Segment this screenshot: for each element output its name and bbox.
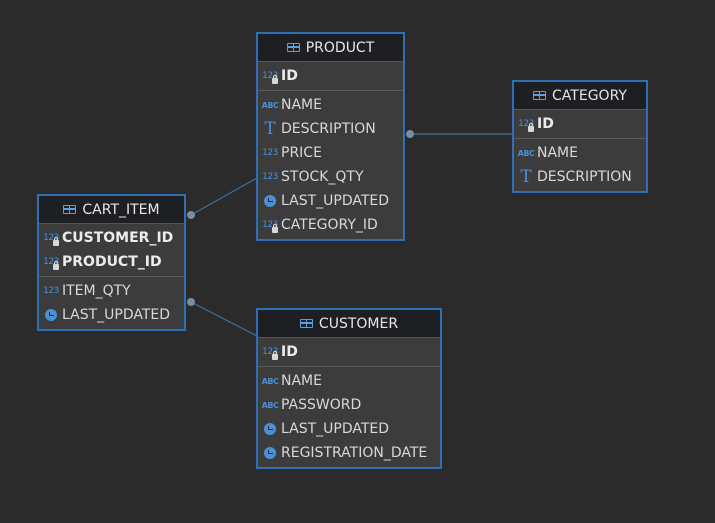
column-name: ID [537, 116, 554, 132]
entity-title: CART_ITEM [82, 201, 160, 218]
clock-icon [261, 444, 279, 462]
string-type-icon: ABC [261, 376, 279, 386]
column-name: ID [281, 344, 298, 360]
column-name: DESCRIPTION [537, 169, 632, 185]
numeric-key-icon: 123 [261, 216, 279, 234]
column-row[interactable]: LAST_UPDATED [258, 417, 440, 441]
column-name: PRODUCT_ID [62, 254, 162, 270]
connector-dot-cart-item-bottom[interactable] [187, 298, 195, 306]
string-type-icon: ABC [261, 400, 279, 410]
column-name: PRICE [281, 145, 322, 161]
numeric-key-icon: 123 [42, 229, 60, 247]
connector-dot-product[interactable] [406, 130, 414, 138]
column-name: STOCK_QTY [281, 169, 364, 185]
entity-header-product[interactable]: PRODUCT [258, 34, 403, 62]
lock-icon [53, 261, 59, 270]
column-name: ITEM_QTY [62, 283, 131, 299]
clock-icon [42, 306, 60, 324]
column-name: NAME [281, 373, 322, 389]
lock-icon [53, 237, 59, 246]
column-row[interactable]: T DESCRIPTION [514, 165, 646, 189]
column-name: NAME [537, 145, 578, 161]
column-name: LAST_UPDATED [281, 421, 390, 437]
lock-icon [528, 123, 534, 132]
column-name: DESCRIPTION [281, 121, 376, 137]
entity-title: CUSTOMER [318, 315, 399, 332]
string-type-icon: ABC [517, 148, 535, 158]
numeric-type-icon: 123 [262, 172, 278, 182]
string-type-icon: ABC [261, 100, 279, 110]
column-name: REGISTRATION_DATE [281, 445, 428, 461]
clock-icon [261, 420, 279, 438]
column-name: CATEGORY_ID [281, 217, 378, 233]
numeric-key-icon: 123 [517, 115, 535, 133]
entity-header-cart-item[interactable]: CART_ITEM [39, 196, 184, 224]
column-name: LAST_UPDATED [62, 307, 171, 323]
table-icon [299, 319, 313, 328]
entity-title: PRODUCT [305, 39, 375, 56]
column-name: PASSWORD [281, 397, 362, 413]
numeric-type-icon: 123 [43, 286, 59, 296]
column-name: NAME [281, 97, 322, 113]
numeric-type-icon: 123 [262, 148, 278, 158]
numeric-key-icon: 123 [261, 343, 279, 361]
column-name: LAST_UPDATED [281, 193, 390, 209]
numeric-key-icon: 123 [261, 67, 279, 85]
entity-header-customer[interactable]: CUSTOMER [258, 310, 440, 338]
table-icon [63, 205, 77, 214]
column-name: CUSTOMER_ID [62, 230, 174, 246]
column-row[interactable]: LAST_UPDATED [39, 303, 184, 327]
table-icon [286, 43, 300, 52]
connector-dot-cart-item-top[interactable] [187, 211, 195, 219]
text-type-icon: T [264, 119, 276, 139]
numeric-key-icon: 123 [42, 253, 60, 271]
column-row[interactable]: T DESCRIPTION [258, 117, 403, 141]
column-name: ID [281, 68, 298, 84]
entity-header-category[interactable]: CATEGORY [514, 82, 646, 110]
relation-line-cart-item-product [190, 177, 258, 216]
clock-icon [261, 192, 279, 210]
table-icon [533, 91, 547, 100]
column-row[interactable]: REGISTRATION_DATE [258, 441, 440, 465]
entity-title: CATEGORY [552, 87, 627, 104]
lock-icon [272, 224, 278, 233]
relation-line-cart-item-customer [190, 301, 258, 337]
text-type-icon: T [520, 167, 532, 187]
column-row[interactable]: LAST_UPDATED [258, 189, 403, 213]
lock-icon [272, 75, 278, 84]
lock-icon [272, 351, 278, 360]
